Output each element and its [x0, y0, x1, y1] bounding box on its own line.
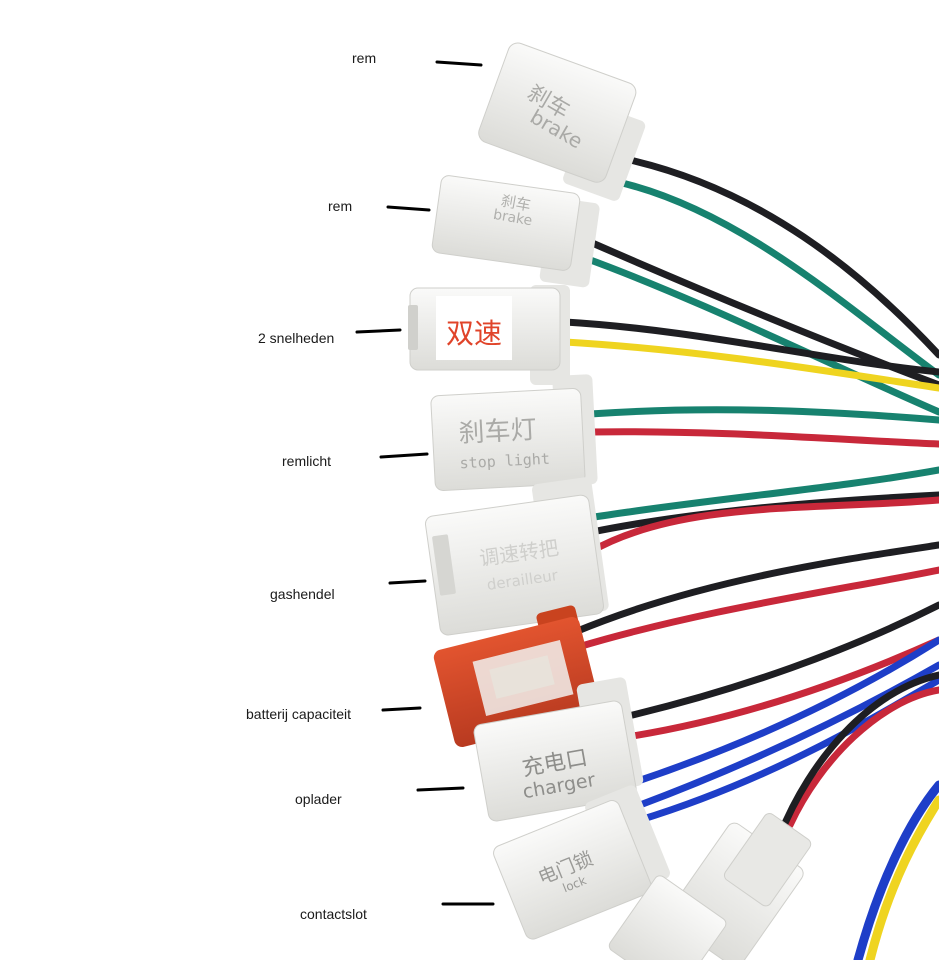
- label-charger: oplader: [295, 791, 342, 807]
- wire-red: [616, 636, 939, 742]
- wire-blue: [636, 661, 939, 809]
- connector-lock: 电门锁 lock: [493, 785, 670, 940]
- wire-green: [614, 178, 939, 379]
- connector-main: [608, 813, 812, 960]
- label-rem-top: rem: [352, 50, 377, 66]
- connector-charger: 充电口 charger: [473, 677, 644, 822]
- wire-yellow: [561, 338, 939, 392]
- pointer-dash: [388, 579, 427, 585]
- label-rem-second: rem: [328, 198, 353, 214]
- connector-label-en: stop light: [459, 450, 550, 473]
- wire-red: [586, 496, 939, 556]
- label-ignition: contactslot: [300, 906, 367, 922]
- connector-throttle: 调速转把 derailleur: [424, 477, 609, 636]
- label-two-speed: 2 snelheden: [258, 330, 335, 346]
- connector-two-speed: 双速: [408, 285, 570, 385]
- wire-black: [571, 541, 939, 636]
- wire-yellow: [865, 795, 939, 960]
- wire-green: [586, 406, 939, 424]
- label-battery: batterij capaciteit: [246, 706, 352, 722]
- pointer-dash: [435, 60, 483, 67]
- pointer-dash: [416, 786, 465, 792]
- connector-stop-light: 刹车灯 stop light: [430, 374, 598, 491]
- wire-black: [561, 318, 939, 376]
- connector-label-cn: 刹车灯: [458, 415, 537, 449]
- pointer-dash: [386, 205, 431, 212]
- wire-black: [616, 601, 939, 722]
- wire-black: [776, 671, 939, 839]
- pointer-lines: [355, 60, 495, 906]
- wire-green: [584, 466, 939, 522]
- connector-brake-2: 刹车 brake: [431, 175, 600, 288]
- wire-blue: [853, 780, 939, 960]
- pointer-dash: [355, 328, 402, 334]
- connector-label-cn: 双速: [446, 317, 502, 350]
- pointer-dash: [381, 706, 422, 712]
- wire-red: [786, 686, 939, 829]
- pointer-dash: [379, 452, 429, 459]
- label-brake-light: remlicht: [282, 453, 332, 469]
- label-throttle: gashendel: [270, 586, 335, 602]
- wire-red: [586, 428, 939, 448]
- connector-label-en: brake: [492, 207, 534, 230]
- wire-blue: [631, 636, 939, 786]
- connector-brake-1: 刹车 brake: [478, 42, 646, 201]
- wires: [561, 156, 939, 960]
- wire-black: [626, 156, 939, 359]
- connector-label-cn: 刹车: [500, 192, 533, 215]
- wire-red: [571, 566, 939, 652]
- wire-green: [581, 254, 939, 416]
